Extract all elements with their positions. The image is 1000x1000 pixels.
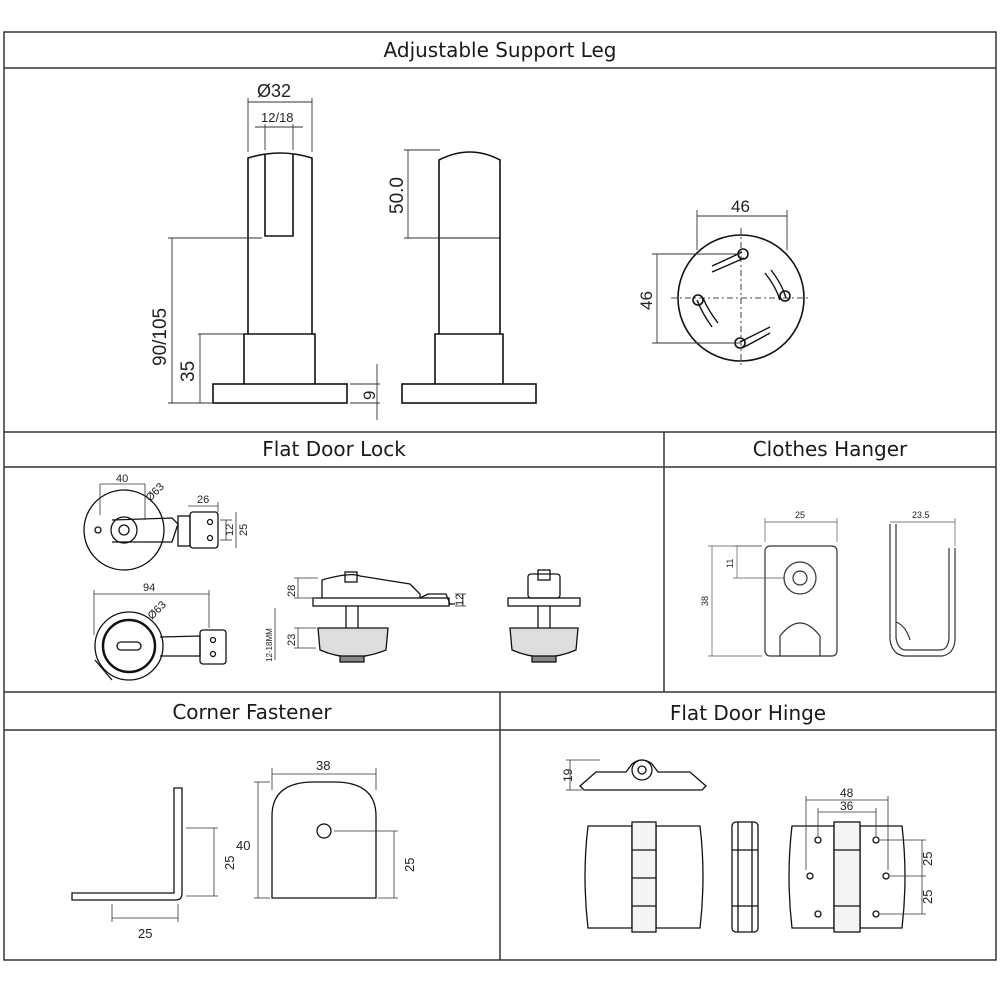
door-lock-top-view-1-dimensions — [99, 483, 237, 548]
door-hinge-back-view — [788, 821, 906, 933]
corner-fastener-height-label: 40 — [236, 838, 250, 853]
clothes-hanger-front-view — [764, 545, 838, 657]
corner-fastener-front-dimensions — [254, 768, 398, 899]
corner-fastener-leg-label: 25 — [222, 856, 237, 870]
table-grid — [3, 31, 997, 961]
door-lock-top-view-2 — [94, 611, 227, 681]
support-leg-title: Adjustable Support Leg — [383, 38, 617, 62]
support-leg-front-view — [212, 152, 348, 404]
door-lock-side-23-label: 23 — [286, 634, 298, 646]
door-lock-side-view-dimensions — [274, 577, 466, 660]
clothes-hanger-front-dimensions — [708, 518, 838, 657]
support-leg-plate-label: 9 — [360, 391, 379, 400]
door-hinge-width-48-label: 48 — [840, 786, 854, 800]
support-leg-plate-dimensions — [652, 210, 788, 344]
support-leg-dimensions — [168, 98, 440, 420]
support-leg-base-height-label: 35 — [178, 361, 199, 382]
corner-fastener-side-view — [71, 787, 183, 901]
door-hinge-title: Flat Door Hinge — [669, 701, 827, 725]
door-lock-end-view — [507, 569, 581, 663]
door-lock-tab-25-label: 25 — [238, 524, 250, 536]
door-lock-top-view-2-dimensions — [93, 590, 210, 635]
support-leg-top-section-label: 50.0 — [387, 177, 408, 214]
door-lock-side-28-label: 28 — [286, 585, 298, 597]
door-hinge-front-view — [584, 821, 704, 933]
clothes-hanger-side-view — [889, 524, 956, 657]
clothes-hanger-title: Clothes Hanger — [752, 437, 908, 461]
corner-fastener-front-view — [271, 781, 377, 899]
door-lock-side-12-label: 12 — [454, 594, 466, 606]
support-leg-side-view — [401, 151, 537, 404]
door-hinge-height-label: 19 — [561, 768, 575, 782]
door-hinge-back-dimensions — [805, 796, 926, 915]
clothes-hanger-hole-label: 11 — [725, 559, 735, 568]
corner-fastener-hole-label: 25 — [402, 858, 417, 872]
door-lock-dia-top-label: Ø63 — [144, 481, 167, 504]
clothes-hanger-width-label: 25 — [795, 510, 805, 520]
door-hinge-top-view — [579, 759, 707, 791]
door-lock-tab-26-label: 26 — [197, 494, 209, 506]
door-hinge-pitch-a-label: 25 — [920, 852, 935, 866]
clothes-hanger-height-label: 38 — [700, 596, 710, 606]
support-leg-plate-width-label: 46 — [731, 197, 750, 216]
door-hinge-edge-view — [731, 821, 759, 933]
support-leg-plate-height-label: 46 — [637, 291, 656, 310]
door-lock-side-view — [312, 571, 455, 663]
door-lock-width-40-label: 40 — [116, 473, 128, 485]
door-hinge-pitch-b-label: 25 — [920, 890, 935, 904]
corner-fastener-base-label: 25 — [138, 926, 152, 941]
support-leg-slot-label: 12/18 — [261, 110, 294, 125]
corner-fastener-width-label: 38 — [316, 758, 330, 773]
clothes-hanger-depth-label: 23.5 — [912, 510, 930, 520]
door-lock-title: Flat Door Lock — [262, 437, 406, 461]
support-leg-height-label: 90/105 — [150, 308, 171, 366]
door-lock-width-94-label: 94 — [143, 582, 155, 594]
support-leg-diameter-label: Ø32 — [257, 81, 291, 101]
corner-fastener-title: Corner Fastener — [172, 700, 332, 724]
door-hinge-top-dimensions — [566, 759, 600, 791]
door-lock-side-range-label: 12-18MM — [265, 628, 274, 662]
door-lock-top-view-1 — [83, 489, 219, 571]
door-lock-tab-12-label: 12 — [224, 524, 236, 536]
support-leg-plate-top-view — [671, 228, 811, 368]
door-hinge-width-36-label: 36 — [840, 799, 854, 813]
corner-fastener-side-dimensions — [111, 827, 218, 922]
clothes-hanger-side-dimensions — [890, 518, 956, 546]
